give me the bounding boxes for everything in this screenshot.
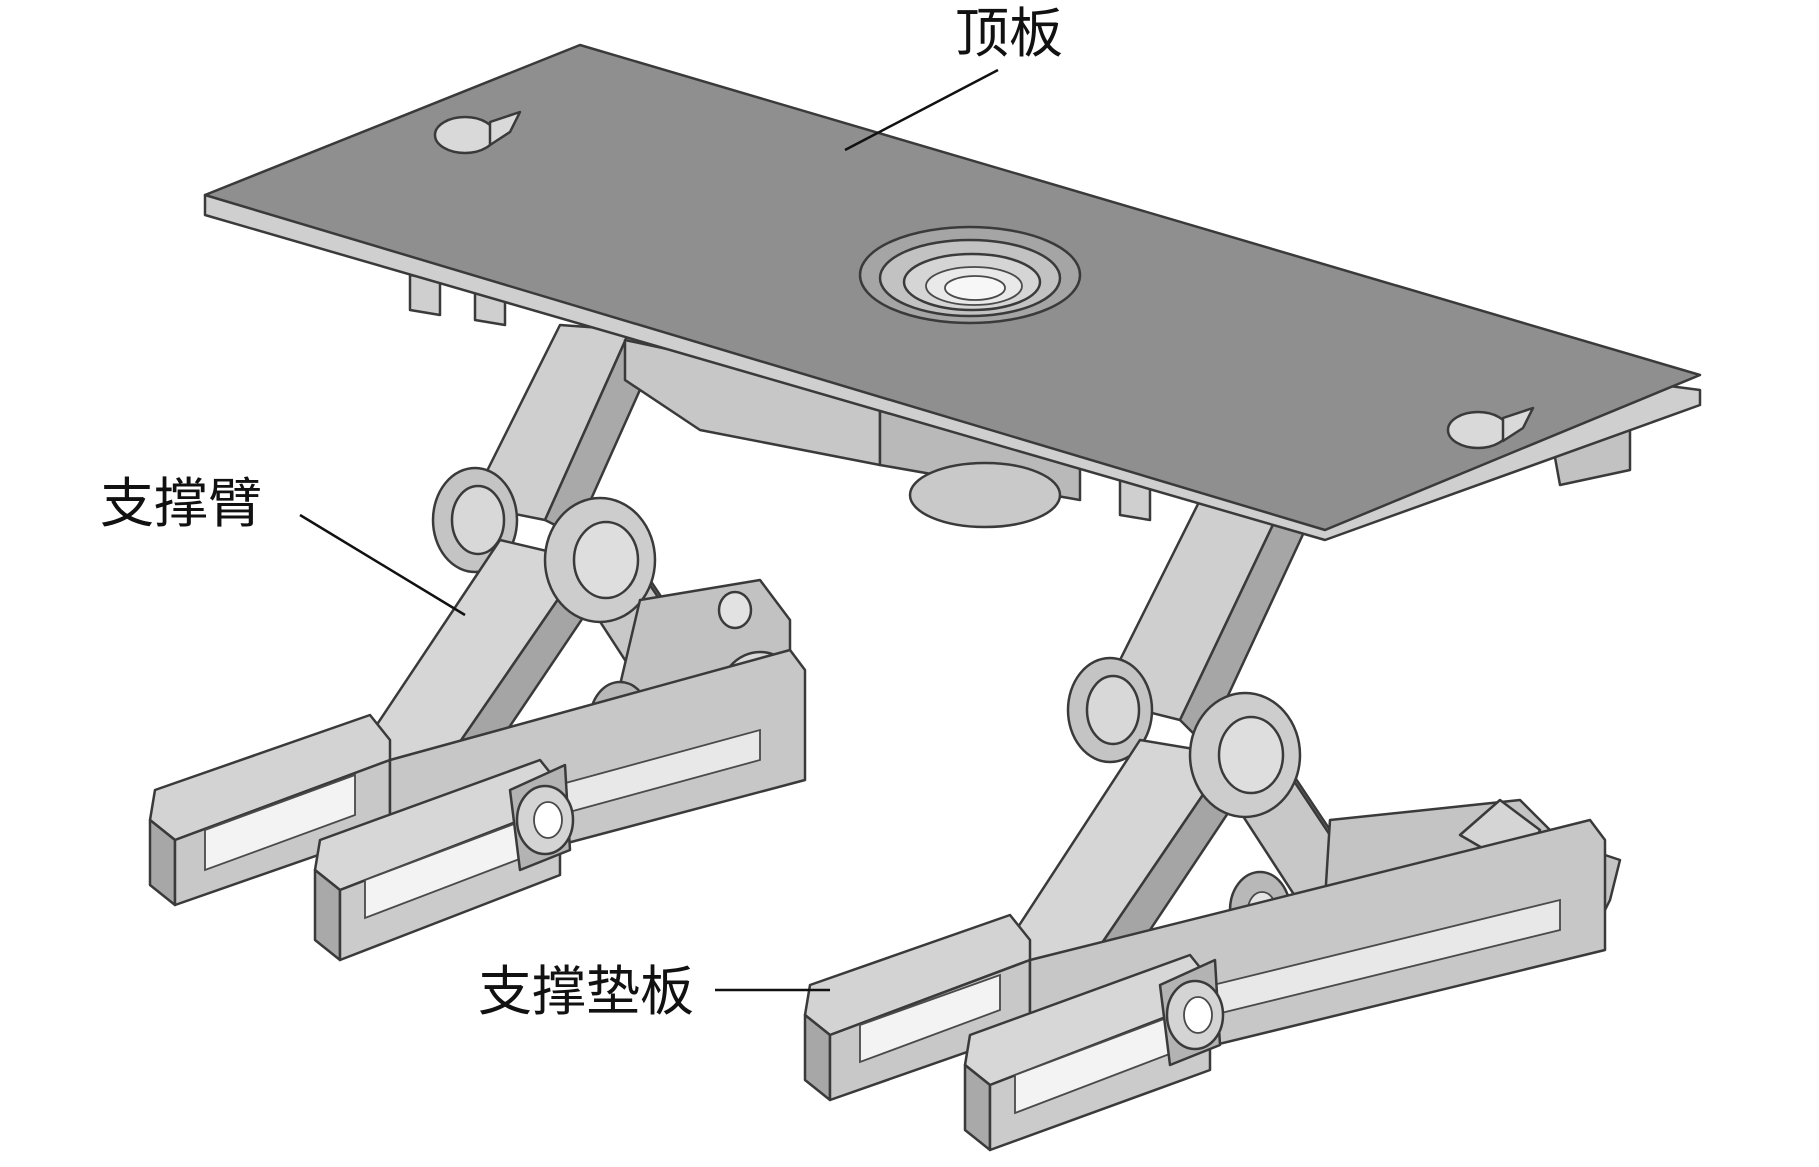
left-scissor-assembly bbox=[148, 323, 807, 962]
callout-support-arm: 支撑臂 bbox=[100, 472, 466, 617]
center-countersunk-hole bbox=[858, 225, 1082, 325]
top-plate-group bbox=[203, 43, 1702, 542]
callout-top-plate: 顶板 bbox=[844, 2, 1063, 152]
label-support-pad: 支撑垫板 bbox=[478, 960, 694, 1023]
callout-support-pad: 支撑垫板 bbox=[478, 960, 830, 1023]
label-top-plate: 顶板 bbox=[955, 2, 1063, 65]
label-support-arm: 支撑臂 bbox=[100, 472, 262, 535]
right-scissor-assembly bbox=[803, 498, 1622, 1152]
keyhole-slot-right bbox=[1446, 406, 1535, 450]
keyhole-slot-left bbox=[433, 110, 522, 155]
